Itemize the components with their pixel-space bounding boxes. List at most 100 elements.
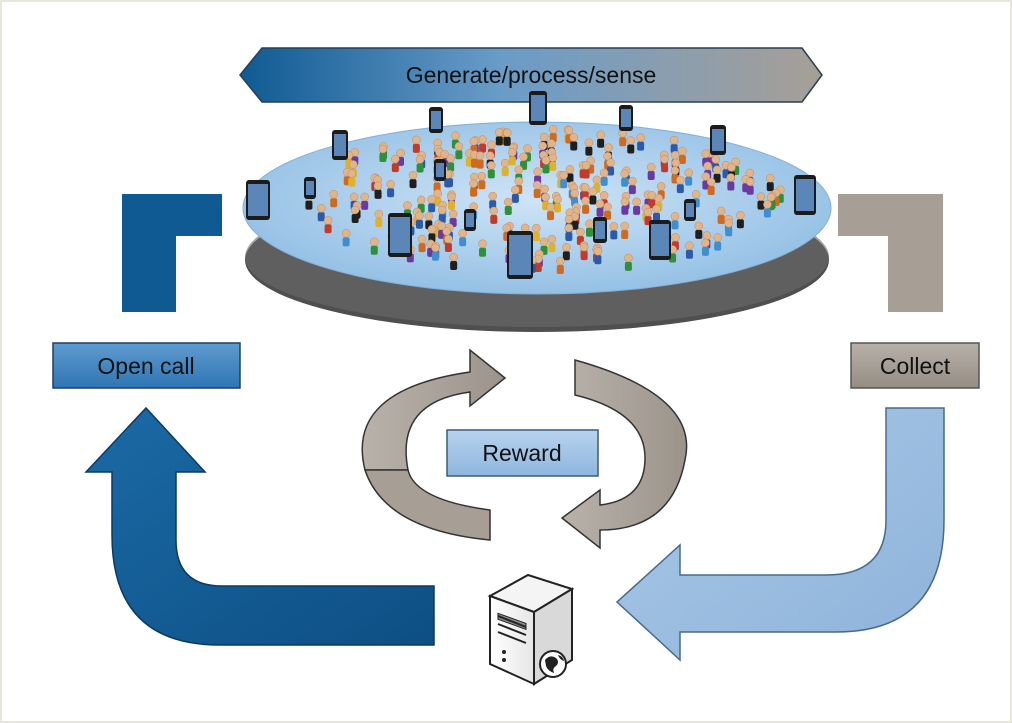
person-figure-icon xyxy=(431,243,440,261)
person-figure-icon xyxy=(548,153,557,171)
person-figure-icon xyxy=(446,154,455,172)
person-figure-icon xyxy=(646,162,656,181)
person-figure-icon xyxy=(596,130,605,148)
person-figure-icon xyxy=(676,175,685,194)
person-figure-icon xyxy=(595,199,605,217)
open-call-bracket xyxy=(122,194,222,312)
person-figure-icon xyxy=(670,212,680,230)
smartphone-icon xyxy=(507,231,533,279)
person-figure-icon xyxy=(620,169,629,187)
person-figure-icon xyxy=(477,171,487,190)
smartphone-icon xyxy=(794,175,816,215)
person-figure-icon xyxy=(652,204,661,222)
person-figure-icon xyxy=(562,242,571,261)
smartphone-icon xyxy=(434,159,446,181)
person-figure-icon xyxy=(624,253,633,271)
person-figure-icon xyxy=(532,223,541,242)
person-figure-icon xyxy=(559,171,568,189)
person-figure-icon xyxy=(669,135,679,154)
person-figure-icon xyxy=(684,168,693,186)
open-call-box: Open call xyxy=(52,342,241,389)
crowd-figures xyxy=(304,124,785,275)
person-figure-icon xyxy=(599,168,609,186)
person-figure-icon xyxy=(447,192,456,210)
person-figure-icon xyxy=(408,170,418,189)
person-figure-icon xyxy=(546,202,555,221)
person-figure-icon xyxy=(500,158,510,177)
person-figure-icon xyxy=(678,146,687,164)
banner: Generate/process/sense xyxy=(239,47,823,103)
collect-arrow xyxy=(615,407,945,662)
reward-label: Reward xyxy=(482,440,561,466)
person-figure-icon xyxy=(609,222,619,240)
person-figure-icon xyxy=(756,192,766,210)
person-figure-icon xyxy=(660,154,669,173)
person-figure-icon xyxy=(763,200,772,218)
person-figure-icon xyxy=(444,234,453,253)
open-call-label: Open call xyxy=(97,353,194,379)
person-figure-icon xyxy=(360,192,369,210)
person-figure-icon xyxy=(632,197,641,215)
person-figure-icon xyxy=(350,205,360,223)
person-figure-icon xyxy=(502,128,512,146)
person-figure-icon xyxy=(370,237,379,255)
person-figure-icon xyxy=(427,195,436,213)
person-figure-icon xyxy=(620,197,630,215)
person-figure-icon xyxy=(701,238,710,256)
smartphone-icon xyxy=(684,199,696,221)
reward-box: Reward xyxy=(446,429,599,477)
person-figure-icon xyxy=(449,252,458,271)
person-figure-icon xyxy=(565,165,575,183)
person-figure-icon xyxy=(593,247,603,265)
person-figure-icon xyxy=(581,196,590,214)
person-figure-icon xyxy=(374,209,384,228)
person-figure-icon xyxy=(765,173,775,192)
smartphone-icon xyxy=(649,220,671,260)
person-figure-icon xyxy=(487,161,496,179)
smartphone-icon xyxy=(246,180,270,220)
person-figure-icon xyxy=(391,154,400,173)
person-figure-icon xyxy=(588,187,598,205)
collect-box: Collect xyxy=(850,342,980,389)
person-figure-icon xyxy=(341,229,351,247)
person-figure-icon xyxy=(620,221,629,240)
person-figure-icon xyxy=(475,151,485,169)
person-figure-icon xyxy=(373,181,383,199)
person-figure-icon xyxy=(532,180,542,199)
person-figure-icon xyxy=(415,155,425,173)
person-figure-icon xyxy=(626,136,636,154)
person-figure-icon xyxy=(511,185,520,203)
person-figure-icon xyxy=(534,254,543,272)
person-figure-icon xyxy=(508,148,517,166)
reward-cycle-arrows xyxy=(361,348,688,550)
person-figure-icon xyxy=(412,135,421,153)
person-figure-icon xyxy=(712,165,722,183)
person-figure-icon xyxy=(489,206,499,224)
smartphone-icon xyxy=(593,217,607,243)
person-figure-icon xyxy=(417,234,427,253)
person-figure-icon xyxy=(745,177,755,195)
smartphone-icon xyxy=(529,91,547,125)
person-figure-icon xyxy=(553,195,562,213)
globe-icon xyxy=(539,650,567,678)
person-figure-icon xyxy=(726,173,736,191)
person-figure-icon xyxy=(347,169,357,187)
person-figure-icon xyxy=(606,158,615,176)
person-figure-icon xyxy=(581,161,591,179)
smartphone-icon xyxy=(464,209,476,231)
person-figure-icon xyxy=(541,156,551,174)
person-figure-icon xyxy=(478,239,487,257)
person-figure-icon xyxy=(564,223,574,241)
person-figure-icon xyxy=(329,189,338,208)
person-figure-icon xyxy=(685,241,694,259)
person-figure-icon xyxy=(569,133,579,151)
person-figure-icon xyxy=(724,218,733,237)
person-figure-icon xyxy=(386,180,395,198)
person-figure-icon xyxy=(584,138,594,156)
person-figure-icon xyxy=(603,202,612,220)
collect-bracket xyxy=(838,194,943,312)
person-figure-icon xyxy=(636,133,645,151)
smartphone-icon xyxy=(429,107,443,133)
